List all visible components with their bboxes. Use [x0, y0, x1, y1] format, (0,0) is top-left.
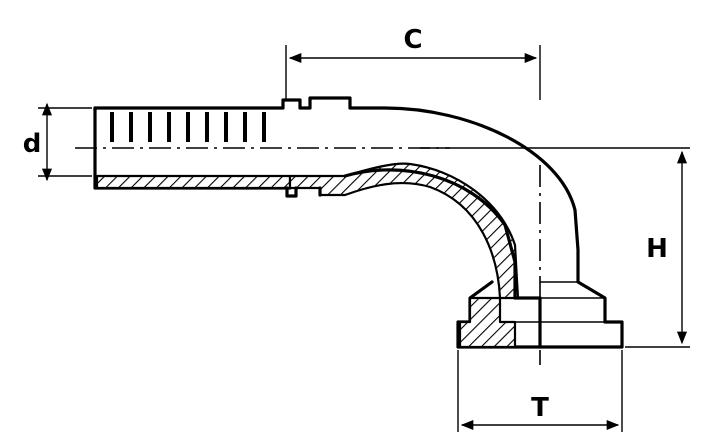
inner-bore	[343, 168, 517, 300]
dimension-c: C	[285, 25, 541, 100]
dimension-h: H	[420, 147, 690, 348]
collar-groove	[285, 186, 298, 198]
dim-label-c: C	[403, 25, 422, 55]
dim-label-d: d	[23, 129, 42, 159]
tail-ribs	[110, 112, 266, 142]
dim-label-h: H	[646, 234, 668, 264]
outer-contour	[93, 96, 624, 349]
flange-section	[458, 296, 517, 349]
dim-label-t: T	[531, 393, 549, 423]
center-lines	[75, 147, 541, 365]
tail-section-wall	[95, 174, 292, 190]
bend-section-wall	[288, 162, 520, 300]
fitting-body	[93, 96, 624, 349]
dimension-t: T	[457, 350, 623, 432]
dimension-d: d	[23, 102, 92, 182]
